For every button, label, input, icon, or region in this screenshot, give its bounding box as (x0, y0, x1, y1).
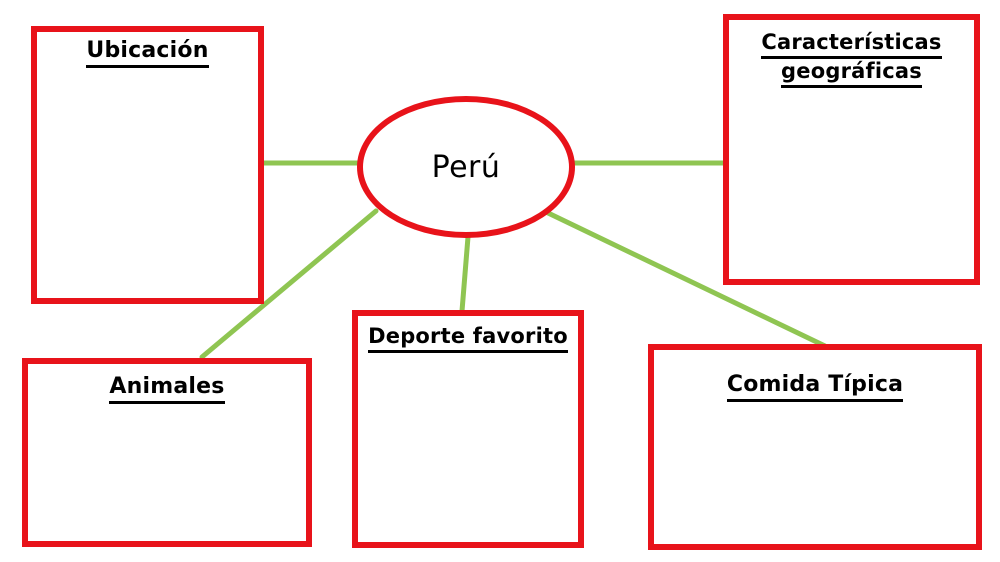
node-box-comida[interactable]: Comida Típica (648, 344, 982, 550)
center-node-peru[interactable]: Perú (357, 96, 575, 238)
node-label-ubicacion: Ubicación (37, 38, 258, 68)
node-box-deporte[interactable]: Deporte favorito (352, 310, 584, 548)
node-label-comida-text: Comida Típica (726, 372, 904, 402)
connector-centro-deporte (459, 234, 471, 314)
node-label-animales: Animales (28, 374, 306, 404)
node-label-animales-text: Animales (109, 374, 225, 404)
node-box-ubicacion[interactable]: Ubicación (31, 26, 264, 304)
node-label-comida: Comida Típica (654, 372, 976, 402)
node-label-ubicacion-text: Ubicación (86, 38, 209, 68)
center-node-label: Perú (431, 149, 501, 185)
node-label-deporte-text: Deporte favorito (368, 324, 568, 353)
node-label-caracteristicas-line2: geográficas (781, 59, 922, 88)
node-label-caracteristicas-line1: Características (761, 30, 942, 59)
node-label-deporte: Deporte favorito (358, 324, 578, 353)
node-box-animales[interactable]: Animales (22, 358, 312, 547)
